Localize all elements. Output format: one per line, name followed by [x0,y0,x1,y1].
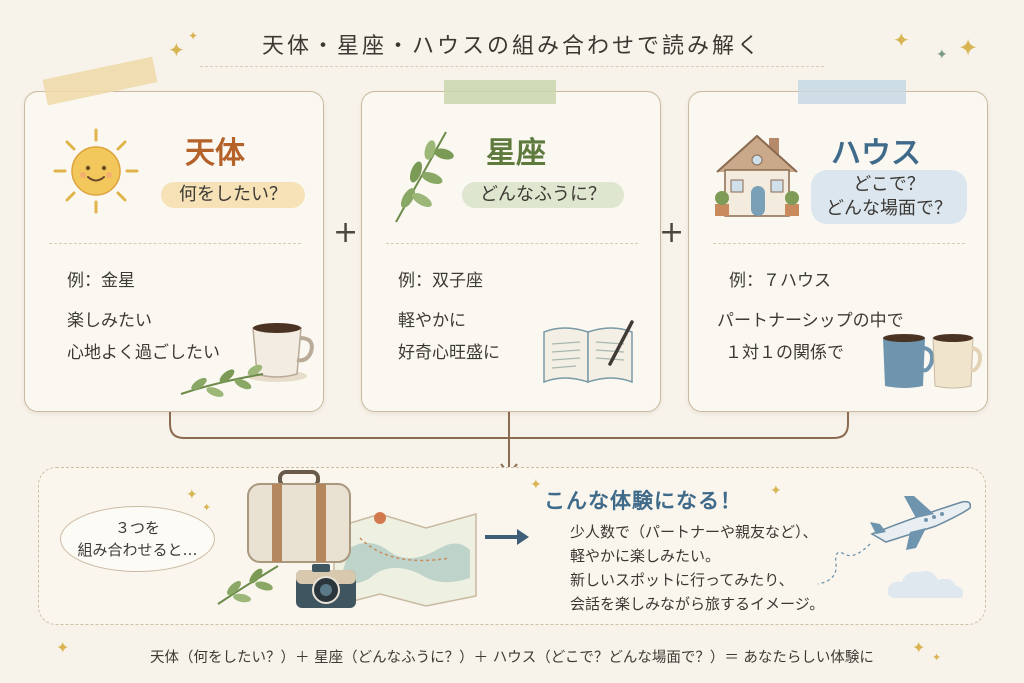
sparkle-icon: ✦ [770,483,782,499]
notebook-pen-icon [543,320,634,384]
two-mugs-icon [883,334,983,389]
sparkle-icon: ✦ [912,638,926,657]
sparkle-icon: ✦ [56,638,70,657]
flight-path [817,543,871,585]
house-icon [715,134,799,217]
cloud-icon [887,571,964,598]
washi-tape [444,80,556,104]
result-title: こんな体験になる！ [544,489,742,513]
leaf-branch-icon [180,364,264,397]
card-question-sign: どんなふうに？ [462,182,624,208]
card-heading-planet: 天体 [185,136,245,171]
sparkle-icon: ✦ [202,501,212,514]
card-planet: 天体 何をしたい？ 例：金星 楽しみたい 心地よく過ごしたい [24,91,324,412]
card-example-planet: 例：金星 [67,271,135,291]
sparkle-icon: ✦ [186,487,198,503]
card-question-planet: 何をしたい？ [161,182,305,208]
card-example-house: 例：７ハウス [729,271,831,291]
card-divider [713,243,965,244]
arrow-right-icon [485,529,529,545]
washi-tape [798,80,906,104]
suitcase-icon [247,470,351,563]
map-icon [333,512,477,607]
plus-sign: + [659,215,685,250]
result-panel [38,467,986,625]
sparkle-icon: ✦ [958,34,979,62]
leaf-branch-icon [395,131,454,223]
camera-icon [296,564,356,608]
leaf-branch-icon [217,565,279,605]
footer-summary: 天体（何をしたい？）＋ 星座（どんなふうに？）＋ ハウス（どこで？どんな場面で？… [150,650,874,666]
sun-icon [53,128,139,214]
card-desc-planet: 楽しみたい 心地よく過ごしたい [67,311,220,363]
airplane-icon [870,496,972,550]
card-desc-sign: 軽やかに 好奇心旺盛に [398,311,500,363]
card-example-sign: 例：双子座 [398,271,483,291]
sparkle-icon: ✦ [893,28,910,52]
card-question-house: どこで？ どんな場面で？ [811,170,967,224]
sparkle-icon: ✦ [936,47,948,63]
card-sign: 星座 どんなふうに？ 例：双子座 軽やかに 好奇心旺盛に [361,91,661,412]
card-desc-house: パートナーシップの中で １対１の関係で [717,311,904,363]
card-house: ハウス どこで？ どんな場面で？ 例：７ハウス パートナーシップの中で １対１の… [688,91,988,412]
result-description: 少人数で（パートナーや親友など）、 軽やかに楽しみたい。 新しいスポットに行って… [570,523,825,613]
title-underline [200,66,824,67]
coffee-cup-icon [247,323,314,382]
combine-bubble: ３つを 組み合わせると… [60,506,215,572]
sparkle-icon: ✦ [932,651,942,664]
card-heading-house: ハウス [831,136,921,171]
plus-sign: + [333,215,359,250]
sparkle-icon: ✦ [188,29,199,43]
sparkle-icon: ✦ [530,477,542,493]
card-heading-sign: 星座 [486,136,546,171]
card-divider [49,243,301,244]
page-title: 天体・星座・ハウスの組み合わせで読み解く [261,34,762,59]
card-divider [386,243,638,244]
sparkle-icon: ✦ [168,38,185,62]
